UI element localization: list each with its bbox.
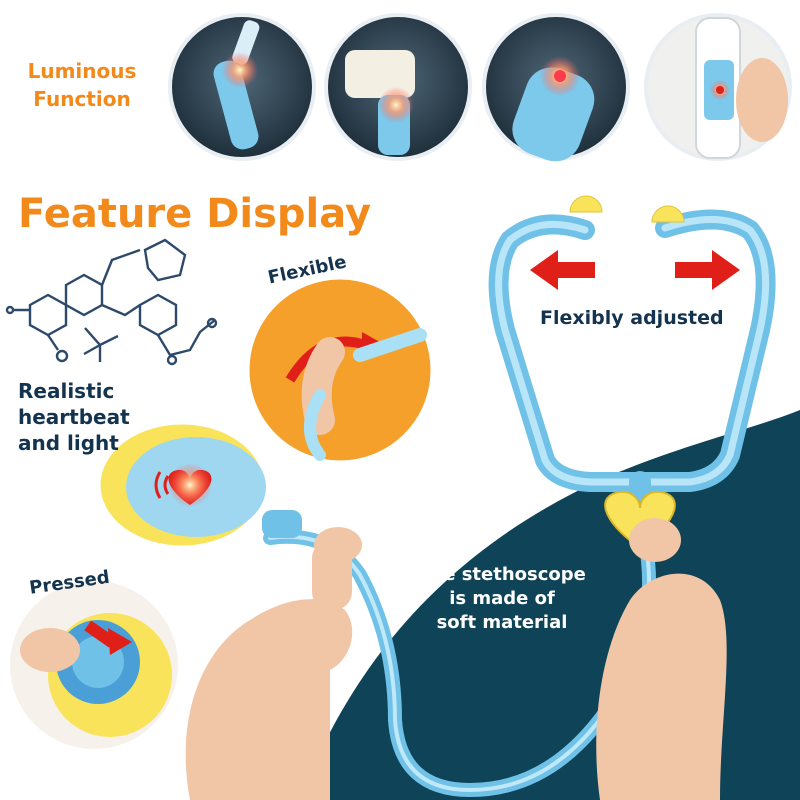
luminous-circle-1 <box>168 13 316 161</box>
molecule-decoration <box>5 238 218 366</box>
flexibly-adjusted-label: Flexibly adjusted <box>540 307 724 329</box>
earpiece-right <box>651 205 685 223</box>
right-hand <box>596 518 727 800</box>
heartbeat-label: Realistic heartbeat and light <box>18 378 130 456</box>
left-hand <box>185 527 362 800</box>
pressed-circle <box>6 577 182 753</box>
luminous-circle-4 <box>644 13 792 161</box>
material-line-3: soft material <box>436 612 568 633</box>
arrow-right <box>675 250 740 290</box>
luminous-line-2: Function <box>33 87 131 111</box>
heartbeat-chestpiece <box>97 421 302 549</box>
luminous-circle-3 <box>482 13 630 162</box>
luminous-line-1: Luminous <box>27 59 137 83</box>
heartbeat-line-1: Realistic <box>18 379 115 403</box>
soft-material-label: The stethoscope is made of soft material <box>412 563 592 635</box>
material-line-1: The stethoscope <box>418 564 586 585</box>
flexible-circle <box>244 274 436 466</box>
arrow-left <box>530 250 595 290</box>
luminous-function-label: Luminous Function <box>18 57 146 113</box>
page-title: Feature Display <box>18 191 372 237</box>
material-line-2: is made of <box>449 588 555 609</box>
earpiece-left <box>569 195 603 213</box>
luminous-circle-2 <box>324 13 472 161</box>
heartbeat-line-2: heartbeat <box>18 405 130 429</box>
heartbeat-line-3: and light <box>18 431 119 455</box>
